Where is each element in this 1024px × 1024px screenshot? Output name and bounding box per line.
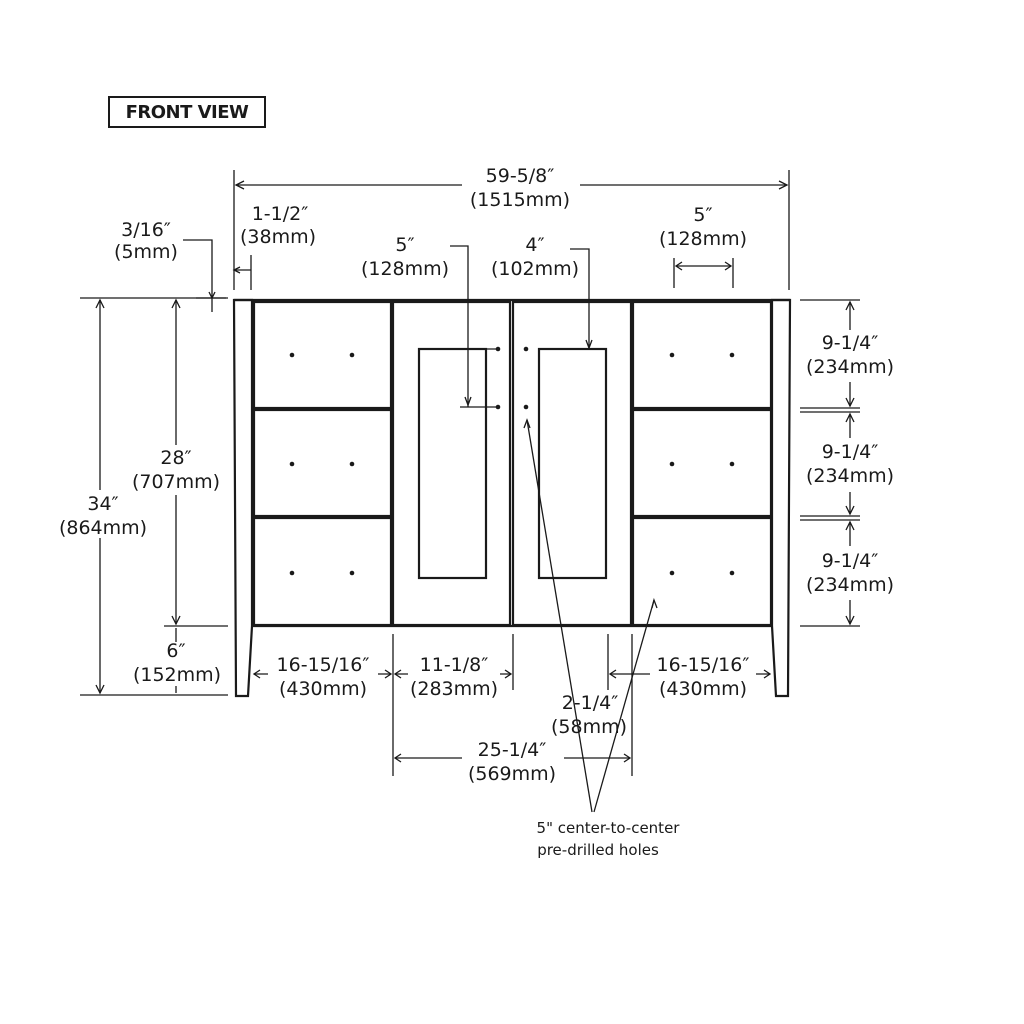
door-gap-metric: (58mm) [551,716,627,738]
left-door [391,300,512,627]
hole [729,461,735,467]
hole [349,570,355,576]
right-drawer-width-imperial: 16-15/16″ [657,654,750,676]
left-drawer-top [252,300,393,410]
leg-height-imperial: 6″ [166,640,185,662]
left-side-panel [232,298,254,698]
drawer-1-height-imperial: 9-1/4″ [822,332,879,354]
drawer-hole-spacing-imperial: 5″ [693,204,712,226]
side-panel-metric: (38mm) [240,226,316,248]
hole [289,570,295,576]
drawer-3-height-metric: (234mm) [806,574,894,596]
door-handle-offset-imperial: 4″ [525,234,544,256]
hole [729,570,735,576]
right-door-glass [537,347,608,580]
door-width-metric: (283mm) [410,678,498,700]
callout-note-line-2: pre-drilled holes [537,841,659,859]
hole [289,461,295,467]
hole [523,346,529,352]
callout-note-line-1: 5" center-to-center [537,819,681,837]
cabinet-height-imperial: 28″ [160,447,191,469]
right-side-panel [770,298,792,698]
drawer-2-height-imperial: 9-1/4″ [822,441,879,463]
left-drawer-width-imperial: 16-15/16″ [277,654,370,676]
door-hole-spacing-metric: (128mm) [361,258,449,280]
hole [349,461,355,467]
hole [729,352,735,358]
door-handle-offset-metric: (102mm) [491,258,579,280]
hole [669,461,675,467]
side-panel-imperial: 1-1/2″ [252,203,309,225]
hole [289,352,295,358]
top-lip-imperial: 3/16″ [121,219,171,241]
hole [523,404,529,410]
left-drawer-bottom [252,516,393,627]
door-section-width-metric: (569mm) [468,763,556,785]
leg-height-metric: (152mm) [133,664,221,686]
door-width-imperial: 11-1/8″ [420,654,489,676]
overall-width-metric: (1515mm) [470,189,570,211]
right-drawer-width-metric: (430mm) [659,678,747,700]
drawer-2-height-metric: (234mm) [806,465,894,487]
right-drawer-top [631,300,773,410]
cabinet-height-metric: (707mm) [132,471,220,493]
drawer-3-height-imperial: 9-1/4″ [822,550,879,572]
dimension-lines [80,170,860,813]
view-title: FRONT VIEW [108,96,266,128]
door-section-width-imperial: 25-1/4″ [478,739,547,761]
right-drawer-middle [631,408,773,518]
right-door [511,300,633,627]
door-hole-spacing-imperial: 5″ [395,234,414,256]
hole [669,570,675,576]
dimension-labels: 59-5/8″ (1515mm) 1-1/2″ (38mm) 3/16″ (5m… [59,160,894,859]
top-lip-metric: (5mm) [114,241,178,263]
door-gap-imperial: 2-1/4″ [562,692,619,714]
overall-width-imperial: 59-5/8″ [486,165,555,187]
left-drawer-middle [252,408,393,518]
cabinet [232,298,792,698]
right-drawer-bottom [631,516,773,627]
overall-height-imperial: 34″ [87,493,118,515]
hole [669,352,675,358]
overall-height-metric: (864mm) [59,517,147,539]
pre-drilled-holes [289,346,735,576]
drawer-hole-spacing-metric: (128mm) [659,228,747,250]
hole [349,352,355,358]
left-door-glass [417,347,488,580]
left-drawer-width-metric: (430mm) [279,678,367,700]
view-title-text: FRONT VIEW [125,101,249,123]
drawer-1-height-metric: (234mm) [806,356,894,378]
